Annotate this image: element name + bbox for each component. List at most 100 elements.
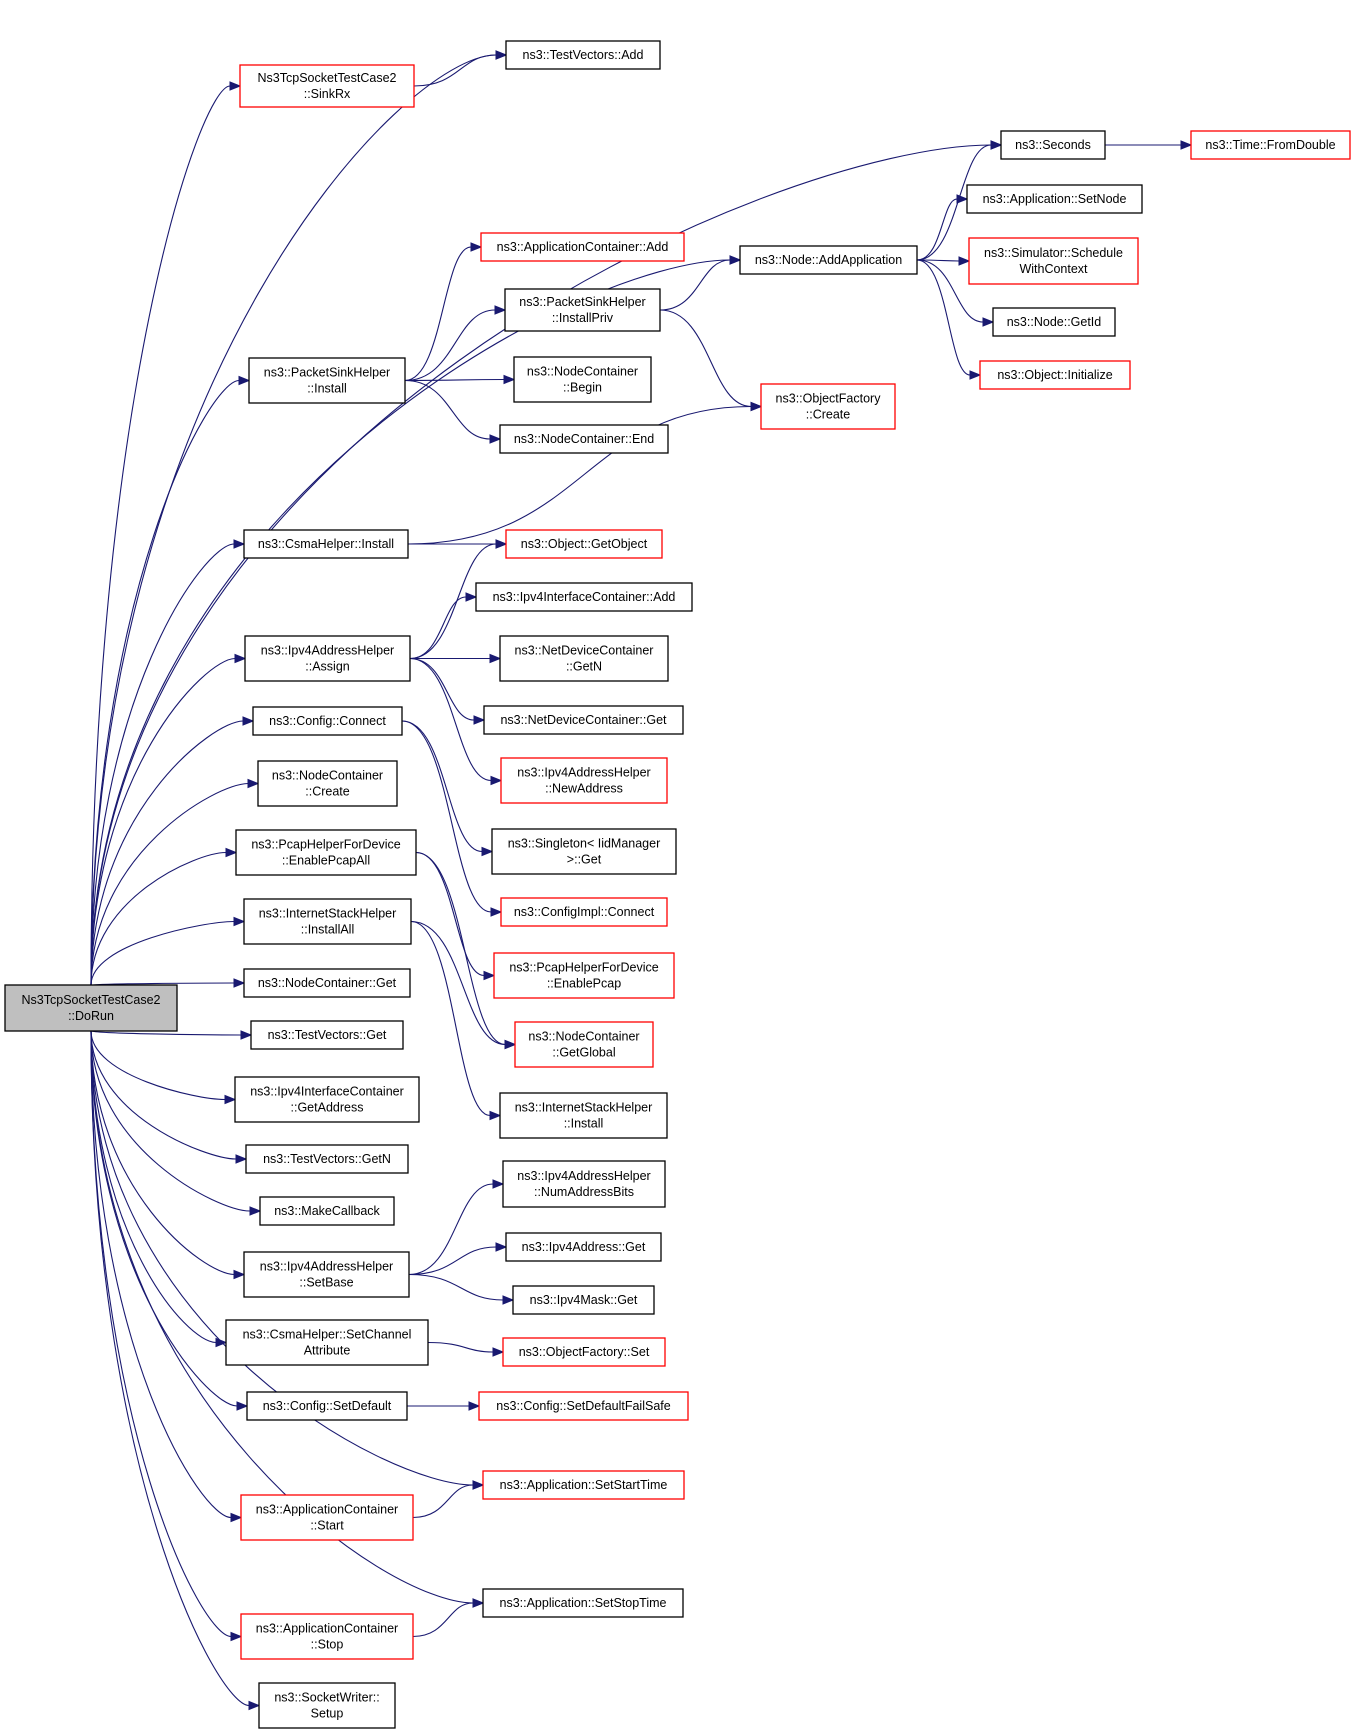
node-cfg_setdefault[interactable]: ns3::Config::SetDefault [246, 1391, 408, 1421]
node-box [248, 357, 406, 404]
node-label: ns3::Ipv4AddressHelper [260, 1260, 393, 1274]
node-numaddrbits[interactable]: ns3::Ipv4AddressHelper::NumAddressBits [502, 1160, 666, 1208]
node-addapp[interactable]: ns3::Node::AddApplication [739, 245, 918, 275]
node-label: WithContext [1019, 262, 1088, 276]
node-ish_installall[interactable]: ns3::InternetStackHelper::InstallAll [243, 898, 412, 945]
node-box [502, 1337, 666, 1367]
node-label: ::GetAddress [291, 1101, 364, 1115]
edge-appc_start-to-setstarttime [412, 1480, 485, 1519]
node-box [243, 898, 412, 945]
edge-addapp-to-getid [916, 259, 995, 327]
node-appc_start[interactable]: ns3::ApplicationContainer::Start [240, 1494, 414, 1541]
node-ipv4ic_getaddr[interactable]: ns3::Ipv4InterfaceContainer::GetAddress [234, 1076, 420, 1123]
node-tv_add[interactable]: ns3::TestVectors::Add [505, 40, 661, 70]
node-newaddress[interactable]: ns3::Ipv4AddressHelper::NewAddress [500, 757, 668, 804]
edge-root-to-tv_getn [90, 1030, 248, 1164]
node-label: ns3::NodeContainer::End [514, 432, 654, 446]
edge-root-to-cfg_setdefault [90, 1030, 249, 1411]
edge-root-to-assign [90, 653, 247, 986]
node-configimpl[interactable]: ns3::ConfigImpl::Connect [500, 897, 668, 927]
node-box [243, 1251, 410, 1298]
edge-sinkrx-to-tv_add [413, 50, 508, 87]
node-initialize[interactable]: ns3::Object::Initialize [979, 360, 1131, 390]
node-singleton[interactable]: ns3::Singleton< IidManager>::Get [491, 828, 677, 875]
node-setnode[interactable]: ns3::Application::SetNode [966, 184, 1143, 214]
edge-assign-to-ipv4ic_add [409, 592, 478, 660]
node-label: ::SinkRx [304, 87, 351, 101]
node-ndc_get[interactable]: ns3::NetDeviceContainer::Get [483, 705, 684, 735]
node-label: ::EnablePcap [547, 977, 621, 991]
edge-addapp-to-setnode [916, 194, 969, 261]
edge-assign-to-newaddress [409, 657, 503, 786]
node-psh_install[interactable]: ns3::PacketSinkHelper::Install [248, 357, 406, 404]
node-makecallback[interactable]: ns3::MakeCallback [259, 1196, 395, 1226]
node-getglobal[interactable]: ns3::NodeContainer::GetGlobal [514, 1021, 654, 1068]
node-nc_end[interactable]: ns3::NodeContainer::End [499, 424, 669, 454]
node-label: ns3::Seconds [1015, 138, 1091, 152]
node-seconds[interactable]: ns3::Seconds [1000, 130, 1106, 160]
node-appc_add[interactable]: ns3::ApplicationContainer::Add [480, 232, 685, 262]
node-installpriv[interactable]: ns3::PacketSinkHelper::InstallPriv [504, 288, 661, 332]
node-cfg_connect[interactable]: ns3::Config::Connect [252, 706, 403, 736]
edge-psh_install-to-nc_begin [404, 374, 516, 385]
node-pcapall[interactable]: ns3::PcapHelperForDevice::EnablePcapAll [235, 829, 417, 876]
node-label: ::InstallAll [301, 923, 355, 937]
node-box [966, 184, 1143, 214]
node-box [491, 828, 677, 875]
edge-assign-to-ndc_getn [410, 653, 502, 664]
node-label: ns3::Ipv4AddressHelper [261, 644, 394, 658]
node-root[interactable]: Ns3TcpSocketTestCase2::DoRun [4, 984, 178, 1032]
edge-root-to-setbase [90, 1030, 246, 1280]
edge-csma_install-to-of_create [407, 401, 763, 545]
node-ipv4addr_get[interactable]: ns3::Ipv4Address::Get [505, 1232, 662, 1262]
node-of_set[interactable]: ns3::ObjectFactory::Set [502, 1337, 666, 1367]
node-csma_install[interactable]: ns3::CsmaHelper::Install [243, 529, 409, 559]
node-box [482, 1588, 684, 1618]
node-ndc_getn[interactable]: ns3::NetDeviceContainer::GetN [499, 635, 669, 682]
node-assign[interactable]: ns3::Ipv4AddressHelper::Assign [244, 635, 411, 682]
node-enablepcap[interactable]: ns3::PcapHelperForDevice::EnablePcap [493, 952, 675, 999]
node-setbase[interactable]: ns3::Ipv4AddressHelper::SetBase [243, 1251, 410, 1298]
node-box [475, 582, 693, 612]
node-nc_create[interactable]: ns3::NodeContainer::Create [257, 760, 398, 807]
node-sinkrx[interactable]: Ns3TcpSocketTestCase2::SinkRx [239, 64, 415, 108]
node-label: ns3::Singleton< IidManager [508, 837, 661, 851]
node-label: ns3::Application::SetNode [983, 192, 1127, 206]
node-box [505, 40, 661, 70]
node-box [252, 706, 403, 736]
node-box [243, 968, 411, 998]
node-tv_get[interactable]: ns3::TestVectors::Get [250, 1020, 404, 1050]
edge-setchanattr-to-of_set [427, 1341, 505, 1357]
node-nc_get[interactable]: ns3::NodeContainer::Get [243, 968, 411, 998]
node-nc_begin[interactable]: ns3::NodeContainer::Begin [513, 356, 652, 403]
node-label: ns3::Application::SetStartTime [500, 1478, 668, 1492]
node-box [493, 952, 675, 999]
node-label: ns3::NodeContainer [527, 365, 638, 379]
node-label: ns3::TestVectors::Add [523, 48, 644, 62]
node-fromdouble[interactable]: ns3::Time::FromDouble [1190, 130, 1351, 160]
edge-cfg_connect-to-singleton [401, 720, 494, 857]
node-appc_stop[interactable]: ns3::ApplicationContainer::Stop [240, 1613, 414, 1660]
node-label: ns3::PacketSinkHelper [264, 366, 390, 380]
node-box [514, 1021, 654, 1068]
node-box [239, 64, 415, 108]
node-of_create[interactable]: ns3::ObjectFactory::Create [760, 383, 896, 430]
node-label: ::Create [305, 785, 350, 799]
node-getobject[interactable]: ns3::Object::GetObject [505, 529, 663, 559]
node-setstoptime[interactable]: ns3::Application::SetStopTime [482, 1588, 684, 1618]
node-tv_getn[interactable]: ns3::TestVectors::GetN [245, 1144, 409, 1174]
node-ipv4ic_add[interactable]: ns3::Ipv4InterfaceContainer::Add [475, 582, 693, 612]
node-getid[interactable]: ns3::Node::GetId [992, 307, 1116, 337]
node-label: ::NewAddress [545, 782, 623, 796]
node-box [505, 529, 663, 559]
node-ipv4mask_get[interactable]: ns3::Ipv4Mask::Get [512, 1285, 655, 1315]
node-sw_setup[interactable]: ns3::SocketWriter::Setup [258, 1682, 396, 1729]
node-box [257, 760, 398, 807]
node-setstarttime[interactable]: ns3::Application::SetStartTime [482, 1470, 685, 1500]
node-box [240, 1613, 414, 1660]
node-label: ns3::Ipv4InterfaceContainer [250, 1085, 404, 1099]
node-failsafe[interactable]: ns3::Config::SetDefaultFailSafe [478, 1391, 689, 1421]
node-ish_install[interactable]: ns3::InternetStackHelper::Install [499, 1092, 668, 1139]
